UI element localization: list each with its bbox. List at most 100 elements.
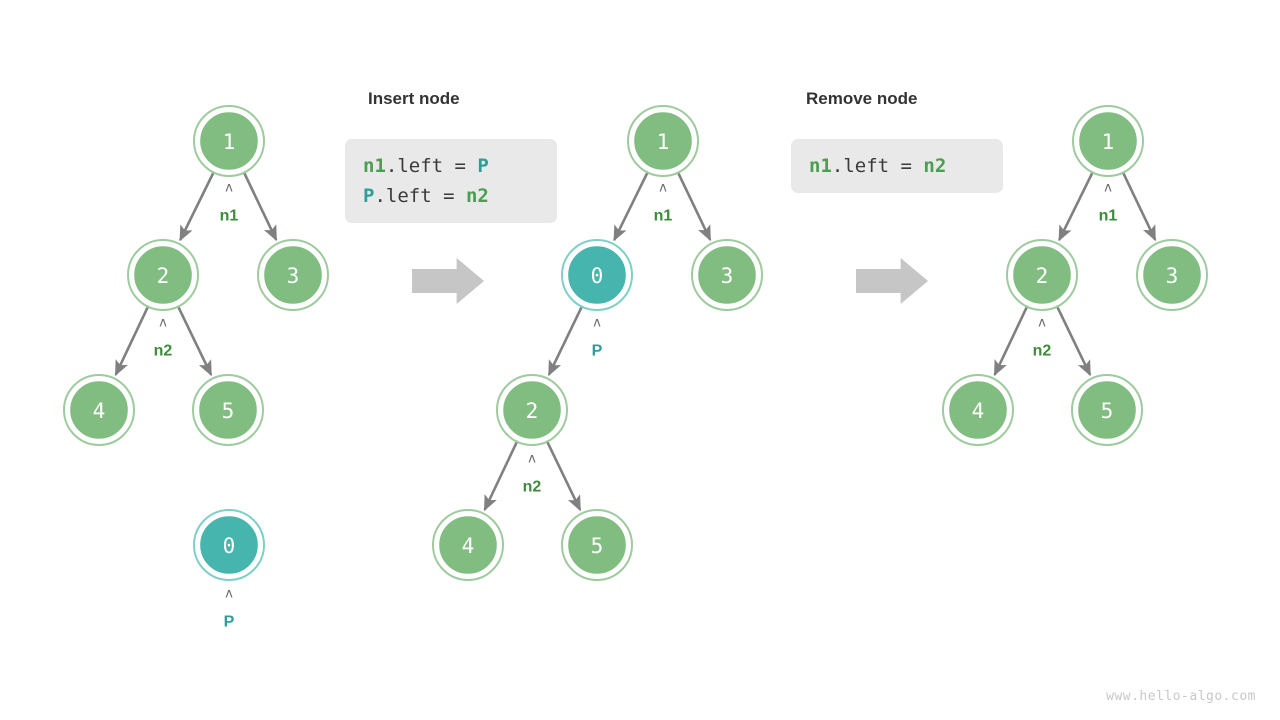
tree-edge bbox=[176, 305, 213, 377]
code-token: .left = bbox=[374, 185, 466, 207]
code-token: .left = bbox=[831, 155, 924, 177]
tree-node[interactable]: 5 bbox=[192, 374, 264, 446]
node-circle bbox=[261, 243, 325, 307]
node-circle bbox=[1140, 243, 1204, 307]
code-token: P bbox=[477, 155, 489, 177]
node-circle bbox=[946, 378, 1010, 442]
panel-title-insert: Insert node bbox=[368, 89, 460, 108]
tree-node[interactable]: 2 bbox=[496, 374, 568, 446]
node-outer-ring bbox=[193, 509, 265, 581]
tree-node[interactable]: 3 bbox=[1136, 239, 1208, 311]
pointer-caret-icon: ʌ bbox=[225, 181, 233, 196]
node-outer-ring bbox=[1072, 105, 1144, 177]
pointer-label-p: P bbox=[224, 614, 235, 631]
tree-edge bbox=[547, 305, 584, 377]
code-token: .left = bbox=[385, 155, 478, 177]
node-value: 4 bbox=[972, 399, 985, 423]
tree-node[interactable]: 1 bbox=[627, 105, 699, 177]
node-value: 4 bbox=[462, 534, 475, 558]
node-value: 2 bbox=[526, 399, 539, 423]
tree-edge bbox=[676, 171, 712, 242]
node-value: 1 bbox=[1102, 130, 1115, 154]
tree-node[interactable]: 4 bbox=[63, 374, 135, 446]
tree-node[interactable]: 3 bbox=[257, 239, 329, 311]
node-value: 3 bbox=[287, 264, 300, 288]
node-value: 4 bbox=[93, 399, 106, 423]
pointer-caret-icon: ʌ bbox=[659, 181, 667, 196]
tree-node[interactable]: 2 bbox=[1006, 239, 1078, 311]
tree-node[interactable]: 0 bbox=[561, 239, 633, 311]
node-outer-ring bbox=[1071, 374, 1143, 446]
pointer-label-n1: n1 bbox=[654, 208, 673, 225]
node-outer-ring bbox=[127, 239, 199, 311]
tree-edge bbox=[483, 440, 519, 512]
node-outer-ring bbox=[193, 105, 265, 177]
node-outer-ring bbox=[691, 239, 763, 311]
node-outer-ring bbox=[432, 509, 504, 581]
node-circle bbox=[1076, 109, 1140, 173]
tree-node[interactable]: 3 bbox=[691, 239, 763, 311]
node-circle bbox=[436, 513, 500, 577]
pointer-label-n1: n1 bbox=[220, 208, 239, 225]
node-outer-ring bbox=[627, 105, 699, 177]
node-circle bbox=[500, 378, 564, 442]
pointer-label-n2: n2 bbox=[154, 343, 173, 360]
pointer-label-n2: n2 bbox=[523, 479, 542, 496]
pointer-caret-icon: ʌ bbox=[159, 316, 167, 331]
node-value: 2 bbox=[1036, 264, 1049, 288]
tree-node[interactable]: 5 bbox=[561, 509, 633, 581]
node-circle bbox=[565, 513, 629, 577]
tree-node[interactable]: 2 bbox=[127, 239, 199, 311]
step-arrow-icon bbox=[412, 258, 484, 304]
code-token: n1 bbox=[363, 155, 386, 177]
tree-node[interactable]: 0 bbox=[193, 509, 265, 581]
code-line: n1.left = P bbox=[363, 151, 539, 181]
tree-edge bbox=[1055, 305, 1092, 377]
pointer-caret-icon: ʌ bbox=[1104, 181, 1112, 196]
edges-layer bbox=[114, 170, 1157, 512]
code-box-remove: n1.left = n2 bbox=[791, 139, 1003, 193]
tree-edge bbox=[114, 305, 150, 377]
node-value: 0 bbox=[223, 534, 236, 558]
node-value: 5 bbox=[591, 534, 604, 558]
node-value: 3 bbox=[1166, 264, 1179, 288]
pointer-caret-icon: ʌ bbox=[593, 316, 601, 331]
pointer-caret-icon: ʌ bbox=[225, 587, 233, 602]
node-circle bbox=[197, 513, 261, 577]
node-circle bbox=[67, 378, 131, 442]
node-outer-ring bbox=[1006, 239, 1078, 311]
panel-title-remove: Remove node bbox=[806, 89, 918, 108]
node-value: 1 bbox=[223, 130, 236, 154]
code-token: n2 bbox=[923, 155, 947, 177]
tree-edge bbox=[613, 170, 650, 242]
tree-node[interactable]: 4 bbox=[432, 509, 504, 581]
tree-node[interactable]: 1 bbox=[1072, 105, 1144, 177]
node-outer-ring bbox=[257, 239, 329, 311]
node-outer-ring bbox=[942, 374, 1014, 446]
tree-node[interactable]: 4 bbox=[942, 374, 1014, 446]
tree-edge bbox=[1121, 171, 1157, 242]
tree-node[interactable]: 5 bbox=[1071, 374, 1143, 446]
node-value: 3 bbox=[721, 264, 734, 288]
tree-edge bbox=[1058, 170, 1095, 242]
node-outer-ring bbox=[63, 374, 135, 446]
node-outer-ring bbox=[192, 374, 264, 446]
code-token: P bbox=[363, 185, 375, 207]
tree-edge bbox=[179, 170, 216, 242]
node-outer-ring bbox=[496, 374, 568, 446]
node-value: 2 bbox=[157, 264, 170, 288]
node-value: 5 bbox=[222, 399, 235, 423]
node-circle bbox=[631, 109, 695, 173]
code-line: n1.left = n2 bbox=[809, 151, 985, 181]
code-token: n2 bbox=[465, 185, 489, 207]
node-value: 5 bbox=[1101, 399, 1114, 423]
tree-edge bbox=[993, 305, 1029, 377]
step-arrow-icon bbox=[856, 258, 928, 304]
tree-node[interactable]: 1 bbox=[193, 105, 265, 177]
node-outer-ring bbox=[561, 239, 633, 311]
pointer-label-n1: n1 bbox=[1099, 208, 1118, 225]
node-circle bbox=[1075, 378, 1139, 442]
